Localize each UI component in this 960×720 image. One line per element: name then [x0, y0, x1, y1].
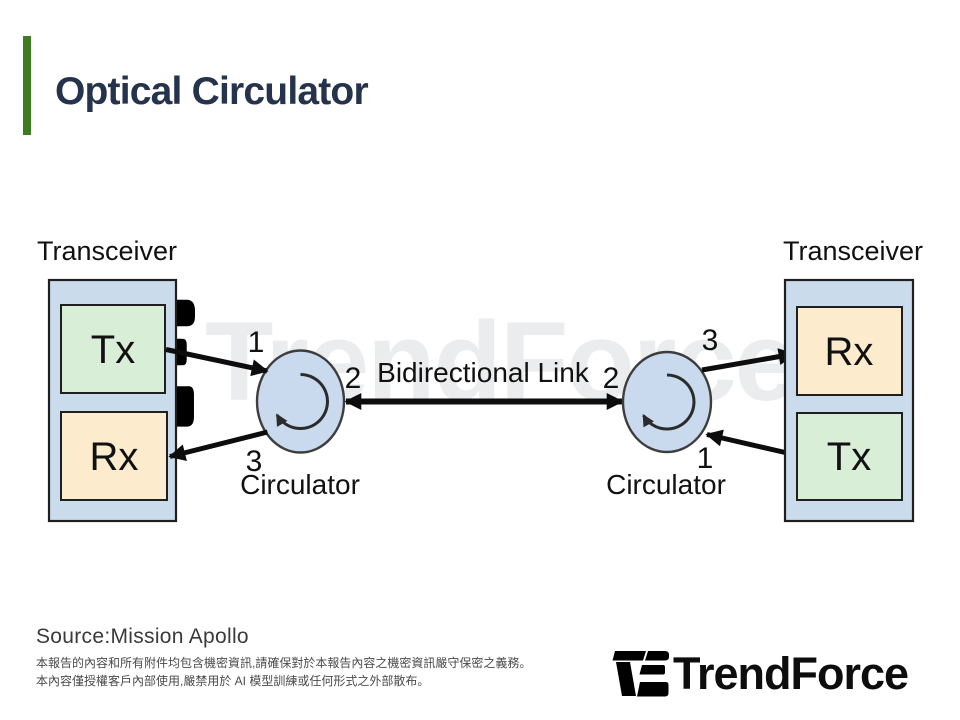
disclaimer-line-2: 本內容僅授權客戶內部使用,嚴禁用於 AI 模型訓練或任何形式之外部散布。	[36, 674, 430, 688]
right-rx-box	[796, 306, 903, 396]
arrow-port3-to-left-rx	[168, 429, 269, 462]
title-accent-bar	[23, 36, 31, 135]
right-transceiver: Transceiver Rx Tx	[783, 236, 923, 523]
left-tx-label: Tx	[91, 328, 135, 372]
trendforce-logo: TrendForce	[612, 646, 909, 701]
arrow-right-tx-to-port1	[705, 429, 797, 458]
right-rotation-arrow-icon	[642, 373, 696, 431]
left-port-2: 2	[345, 362, 362, 395]
right-circulator-label: Circulator	[606, 469, 726, 500]
right-circulator-body	[621, 350, 713, 454]
right-transceiver-label: Transceiver	[783, 236, 923, 266]
left-port-1: 1	[248, 326, 265, 359]
right-rx-label: Rx	[825, 330, 874, 374]
left-circulator-label: Circulator	[240, 469, 360, 500]
right-port-2: 2	[603, 362, 620, 395]
right-tx-label: Tx	[827, 435, 871, 479]
left-circulator-body	[255, 349, 346, 454]
left-rotation-arrow-icon	[275, 373, 329, 430]
left-tx-box	[60, 304, 166, 394]
right-port-3: 3	[702, 324, 719, 357]
disclaimer: 本報告的內容和所有附件均包含機密資訊,請確保對於本報告內容之機密資訊嚴守保密之義…	[36, 654, 531, 690]
arrow-left-tx-to-port1	[165, 347, 269, 377]
bidirectional-link-label: Bidirectional Link	[377, 357, 590, 388]
left-circulator: Circulator 1 2 3	[240, 326, 361, 500]
left-rx-box	[60, 411, 168, 501]
trendforce-logo-text: TrendForce	[673, 648, 909, 699]
right-circulator: Circulator 2 3 1	[603, 324, 726, 500]
left-transceiver: Transceiver Tx Rx	[37, 236, 178, 523]
source-text: Source:Mission Apollo	[36, 625, 249, 648]
left-rx-label: Rx	[90, 435, 139, 479]
right-tx-box	[796, 412, 903, 501]
arrow-port3-to-right-rx	[701, 348, 796, 373]
page-title: Optical Circulator	[55, 70, 369, 113]
left-transceiver-label: Transceiver	[37, 236, 177, 266]
trendforce-logo-mark-icon	[612, 651, 669, 697]
left-port-3: 3	[246, 445, 263, 478]
bidirectional-link: Bidirectional Link	[344, 357, 624, 410]
disclaimer-line-1: 本報告的內容和所有附件均包含機密資訊,請確保對於本報告內容之機密資訊嚴守保密之義…	[36, 656, 532, 670]
right-port-1: 1	[697, 442, 714, 475]
